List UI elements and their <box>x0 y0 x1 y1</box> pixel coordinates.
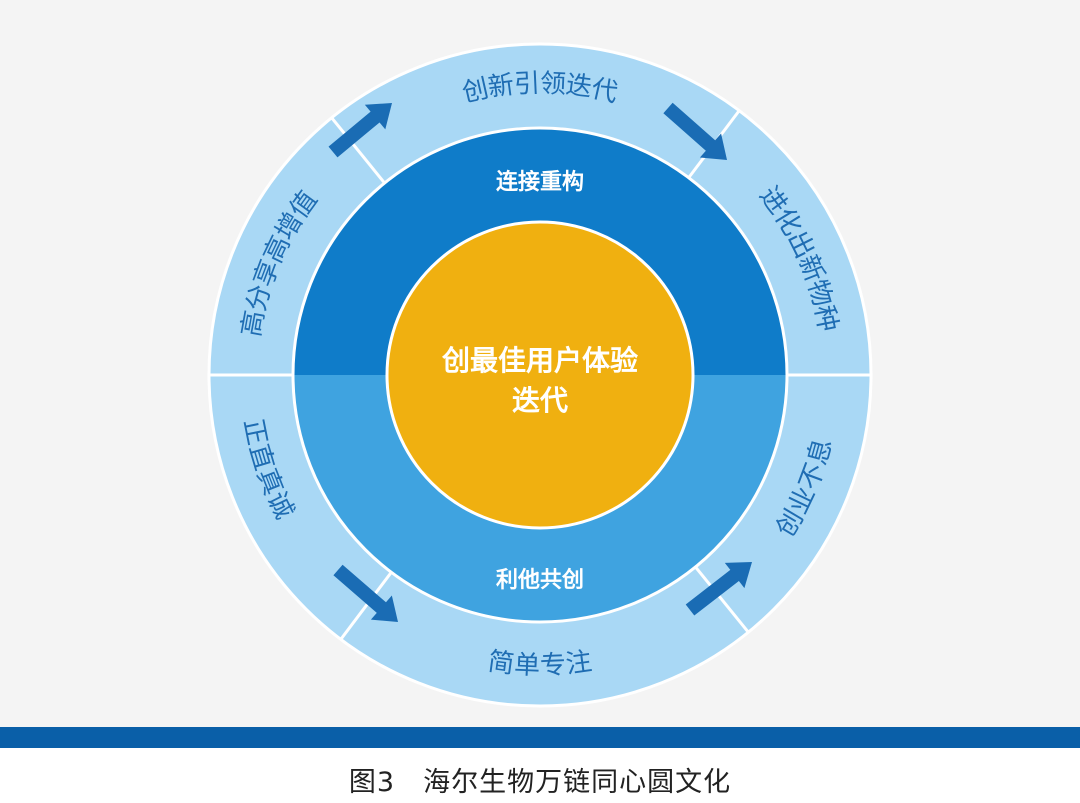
cycle-arrow-icon <box>685 562 752 616</box>
ring-divider <box>330 116 386 184</box>
concentric-circle-diagram: 连接重构 利他共创 创最佳用户体验 迭代 创新引领迭代 进化出新物种 高分享高增… <box>207 42 873 708</box>
middle-ring-bottom-label: 利他共创 <box>496 568 584 593</box>
outer-ring-dividers <box>209 109 871 641</box>
cycle-arrow-icon <box>328 102 393 158</box>
cycle-arrow-icon <box>333 564 399 623</box>
core-label-line1: 创最佳用户体验 <box>441 344 638 377</box>
core-circle <box>385 220 695 530</box>
middle-ring-top-label: 连接重构 <box>496 169 584 195</box>
figure-caption: 图3 海尔生物万链同心圆文化 <box>348 767 732 798</box>
ring-divider <box>694 566 750 634</box>
core-label-line2: 迭代 <box>512 384 568 417</box>
ring-divider <box>339 571 393 641</box>
cycle-arrow-icon <box>663 102 727 160</box>
bottom-band <box>0 727 1080 748</box>
